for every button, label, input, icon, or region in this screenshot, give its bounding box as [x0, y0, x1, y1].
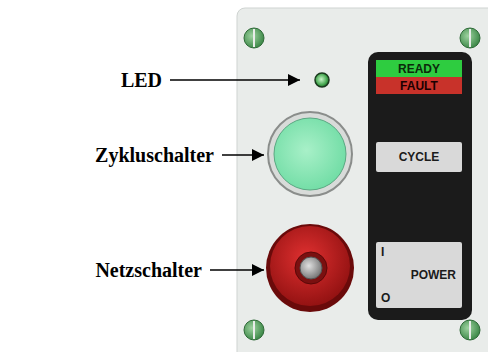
callout-label: Netzschalter	[95, 259, 202, 282]
leader-arrows	[170, 80, 300, 270]
fault-indicator: FAULT	[376, 77, 462, 94]
panel-plate	[237, 8, 488, 352]
power-button	[266, 224, 354, 312]
leader-arrow	[222, 154, 264, 156]
panel-text: FAULT	[400, 79, 438, 93]
screws	[244, 28, 480, 340]
led-lamp	[315, 73, 329, 87]
ready-indicator: READY	[376, 60, 462, 77]
cycle-button	[268, 112, 352, 196]
leader-arrow	[170, 79, 300, 81]
panel-text: I	[381, 245, 384, 259]
callout-label: Zykluschalter	[95, 144, 214, 167]
panel-text: O	[381, 291, 390, 305]
panel-text: READY	[398, 62, 440, 76]
power-label: I POWER O	[376, 242, 462, 308]
label-strip	[368, 52, 472, 320]
cycle-label: CYCLE	[376, 142, 462, 172]
leader-arrow	[210, 269, 264, 271]
panel-text: POWER	[411, 268, 456, 282]
panel-text: CYCLE	[399, 150, 440, 164]
callout-label: LED	[121, 69, 162, 92]
